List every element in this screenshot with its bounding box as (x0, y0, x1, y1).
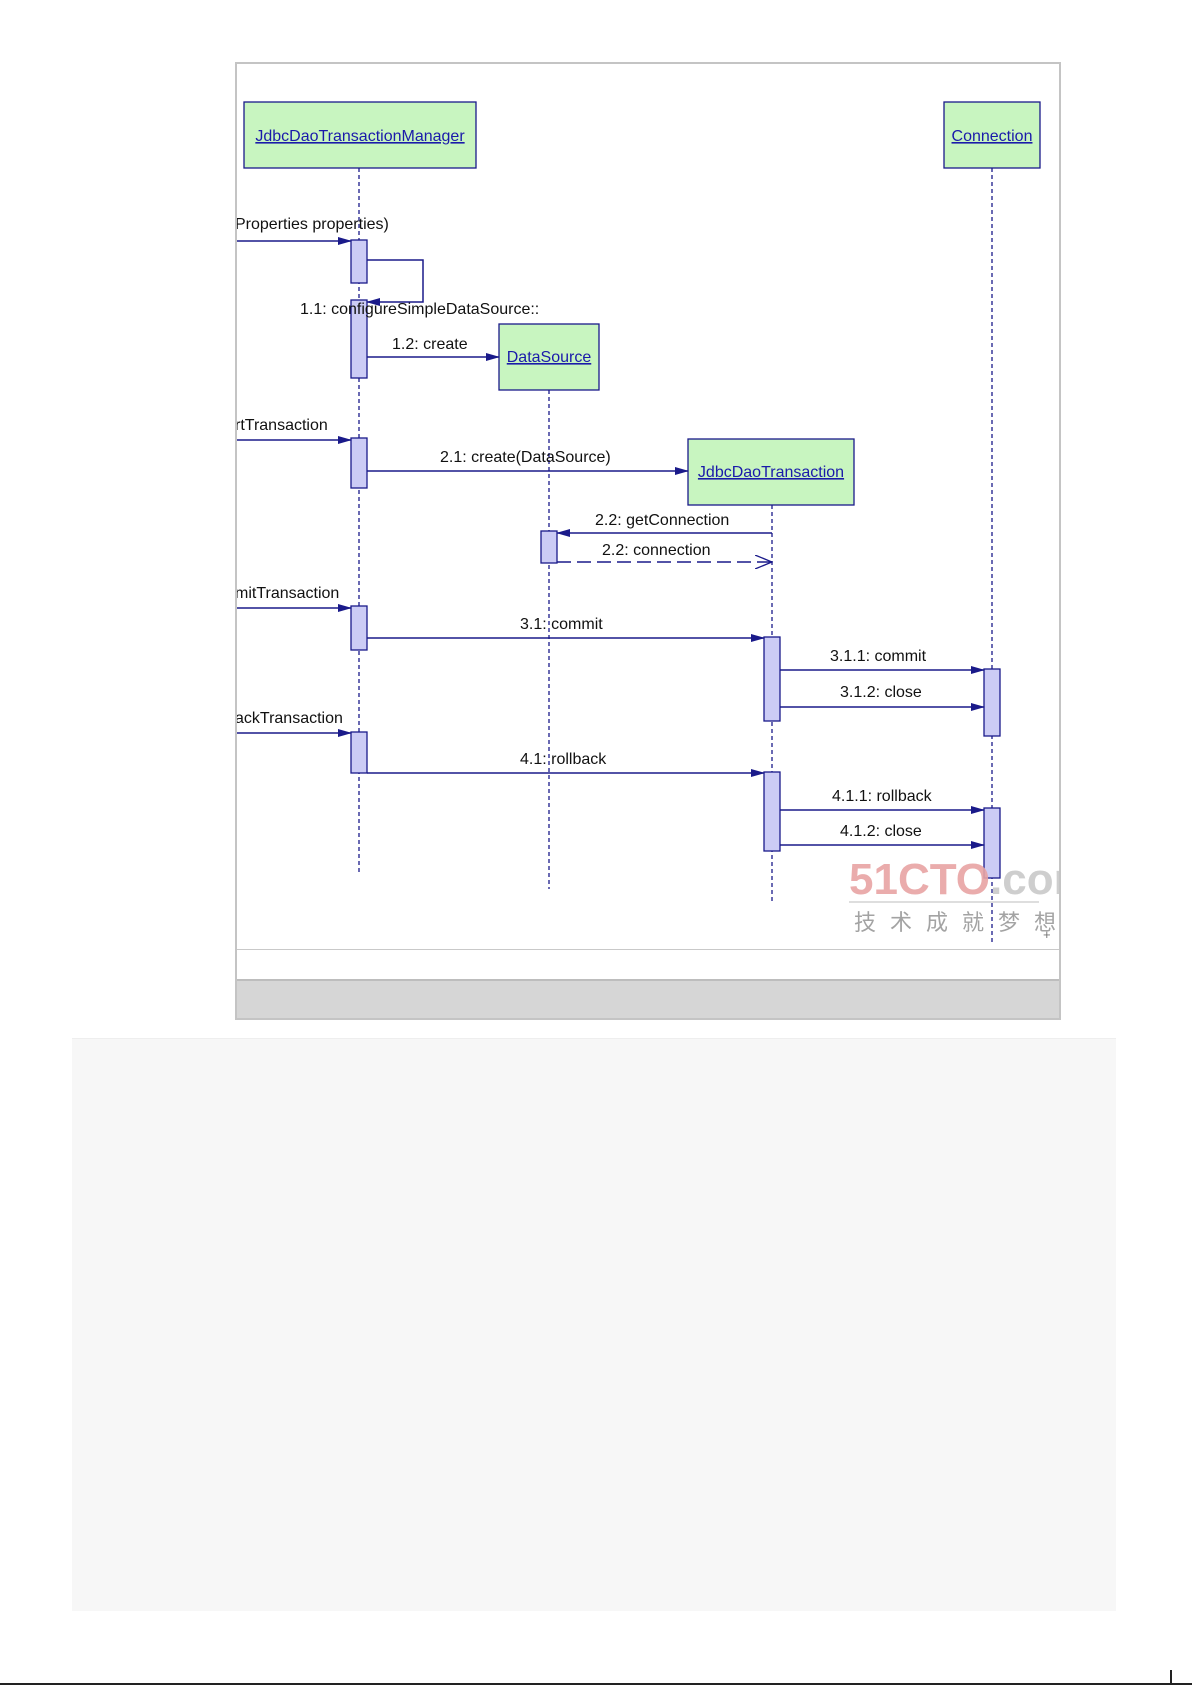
blank-panel (72, 1038, 1116, 1611)
watermark: 51CTO.com 技术成就梦想 + (849, 855, 1059, 942)
message-4-1: 4.1: rollback (520, 751, 607, 768)
activation-mgr-1b (350, 299, 368, 379)
bottom-rule (0, 1683, 1192, 1685)
message-2-2-return: 2.2: connection (602, 542, 711, 559)
message-3-1-2: 3.1.2: close (840, 684, 922, 701)
message-4-1-2: 4.1.2: close (840, 823, 922, 840)
activation-mgr-2 (350, 437, 368, 489)
incoming-label-2: rtTransaction (237, 417, 328, 434)
object-conn-label: Connection (952, 128, 1033, 145)
message-1-2: 1.2: create (392, 336, 468, 353)
object-mgr-label: JdbcDaoTransactionManager (255, 128, 465, 145)
message-4-1-1: 4.1.1: rollback (832, 788, 933, 805)
object-conn[interactable]: Connection (943, 101, 1041, 169)
diagram-frame: JdbcDaoTransactionManager DataSource Jdb… (235, 62, 1061, 1020)
incoming-label-4: ackTransaction (237, 710, 343, 727)
message-2-2-call: 2.2: getConnection (595, 512, 729, 529)
object-tx-label: JdbcDaoTransaction (698, 464, 844, 481)
incoming-label-3: mitTransaction (237, 585, 339, 602)
activation-ds (540, 530, 558, 564)
diagram-canvas: JdbcDaoTransactionManager DataSource Jdb… (237, 64, 1059, 949)
watermark-plus: + (1043, 927, 1051, 942)
object-ds[interactable]: DataSource (498, 323, 600, 391)
message-3-1-1: 3.1.1: commit (830, 648, 927, 665)
status-line (237, 949, 1059, 980)
activation-tx-1 (763, 636, 781, 722)
sequence-diagram: JdbcDaoTransactionManager DataSource Jdb… (237, 101, 1059, 944)
horizontal-scrollbar[interactable] (237, 979, 1059, 1018)
message-1-1-line (366, 259, 424, 306)
activation-mgr-4 (350, 731, 368, 774)
message-1-1: 1.1: configureSimpleDataSource:: (300, 301, 539, 318)
object-tx[interactable]: JdbcDaoTransaction (687, 438, 855, 506)
activation-mgr-1 (350, 239, 368, 284)
activation-tx-2 (763, 771, 781, 852)
incoming-label-1: Properties properties) (237, 216, 389, 233)
message-3-1: 3.1: commit (520, 616, 603, 633)
watermark-brand-accent: 51CTO (849, 855, 990, 904)
watermark-tagline: 技术成就梦想 (854, 911, 1059, 936)
activation-conn-1 (983, 668, 1001, 737)
svg-text:51CTO.com: 51CTO.com (849, 855, 1059, 904)
object-ds-label: DataSource (507, 349, 592, 366)
watermark-brand-rest: .com (990, 855, 1059, 904)
bottom-tick (1170, 1670, 1172, 1684)
activation-mgr-3 (350, 605, 368, 651)
message-2-1: 2.1: create(DataSource) (440, 449, 611, 466)
object-mgr[interactable]: JdbcDaoTransactionManager (243, 101, 477, 169)
